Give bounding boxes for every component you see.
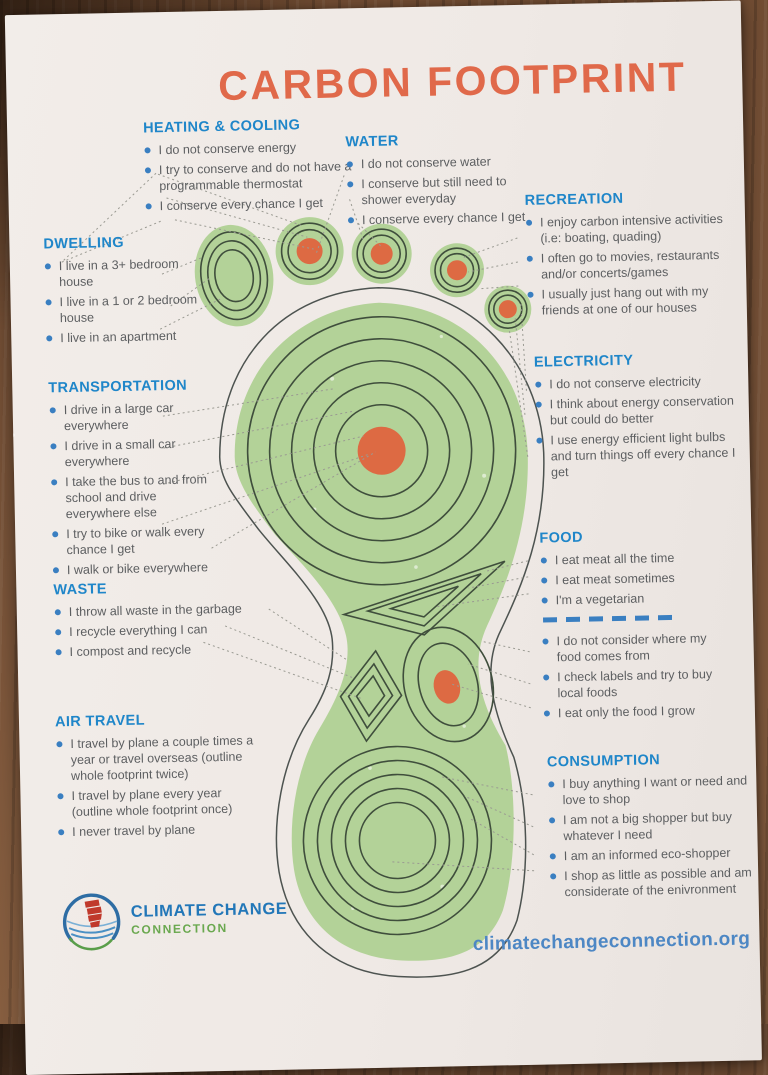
manitoba-brick-shape [84, 899, 102, 928]
logo-text: CLIMATE CHANGE CONNECTION [131, 900, 288, 937]
option-item: I live in a 3+ bedroom house [44, 255, 210, 290]
section-consumption: CONSUMPTION I buy anything I want or nee… [547, 750, 762, 904]
section-electricity: ELECTRICITY I do not conserve electricit… [534, 350, 747, 484]
heel-rings [302, 745, 493, 936]
section-heading: DWELLING [43, 234, 125, 253]
option-list: I travel by plane a couple times a year … [55, 732, 265, 840]
option-item: I often go to movies, restaurants and/or… [526, 247, 733, 283]
section-heading: WATER [345, 133, 399, 151]
toe-water-dot [370, 242, 393, 265]
section-air-travel: AIR TRAVEL I travel by plane a couple ti… [55, 710, 266, 844]
logo-name: CLIMATE CHANGE [130, 899, 288, 921]
option-item: I am not a big shopper but buy whatever … [548, 808, 761, 844]
option-item: I live in a 1 or 2 bedroom house [44, 291, 210, 326]
option-item: I throw all waste in the garbage [54, 600, 294, 621]
section-heading: AIR TRAVEL [54, 712, 146, 731]
option-item: I do not conserve water [346, 152, 541, 172]
section-food: FOOD I eat meat all the time I eat meat … [539, 527, 733, 726]
toe-electricity [484, 285, 532, 333]
food-dashed-divider [543, 614, 676, 623]
option-item: I eat meat all the time [540, 549, 730, 569]
option-item: I conserve every chance I get [145, 194, 360, 214]
section-recreation: RECREATION I enjoy carbon intensive acti… [524, 189, 733, 323]
option-item: I buy anything I want or need and love t… [547, 772, 760, 808]
foot-silhouette [11, 287, 545, 978]
option-item: I conserve every chance I get [347, 208, 542, 228]
option-list: I enjoy carbon intensive activities (i.e… [525, 211, 733, 319]
option-item: I try to conserve and do not have a prog… [144, 158, 360, 194]
option-item: I drive in a large car everywhere [49, 399, 215, 434]
option-item: I check labels and try to buy local food… [542, 666, 733, 702]
option-item: I enjoy carbon intensive activities (i.e… [525, 211, 732, 247]
paper-speckles [11, 334, 487, 911]
poster-paper: CARBON FOOTPRINT HEATING & COOLING I do … [4, 0, 762, 1075]
option-item: I use energy efficient light bulbs and t… [535, 428, 746, 480]
logo-subtitle: CONNECTION [131, 920, 228, 937]
section-heading: CONSUMPTION [546, 752, 661, 771]
option-item: I try to bike or walk every chance I get [51, 523, 217, 558]
option-list: I do not conserve electricity I think ab… [534, 372, 746, 480]
option-list: I live in a 3+ bedroom house I live in a… [44, 255, 211, 346]
section-waste: WASTE I throw all waste in the garbage I… [53, 578, 295, 665]
toe-recreation-dot [447, 260, 468, 281]
option-item: I usually just hang out with my friends … [526, 283, 733, 319]
option-item: I walk or bike everywhere [52, 559, 217, 578]
toe-electricity-dot [498, 300, 517, 319]
climate-change-logo-icon [62, 893, 121, 951]
option-item: I eat only the food I grow [543, 702, 733, 722]
section-dwelling: DWELLING I live in a 3+ bedroom house I … [43, 233, 210, 350]
option-list: I do not conserve energy I try to conser… [143, 138, 359, 214]
toe-heating-dot [296, 238, 323, 265]
food-triangle [341, 560, 506, 636]
option-item: I live in an apartment [45, 327, 210, 346]
ball-rings [246, 315, 517, 586]
ball-center-dot [357, 426, 406, 475]
option-list: I throw all waste in the garbage I recyc… [54, 600, 295, 661]
option-item: I never travel by plane [57, 820, 265, 840]
section-heading: ELECTRICITY [533, 352, 634, 371]
option-item: I do not consider where my food comes fr… [541, 630, 732, 666]
option-item: I'm a vegetarian [541, 589, 731, 609]
option-list: I buy anything I want or need and love t… [547, 772, 761, 900]
section-heading: HEATING & COOLING [142, 117, 301, 137]
food-center-dot [433, 670, 461, 704]
option-list: I do not conserve water I conserve but s… [346, 152, 542, 228]
section-transportation: TRANSPORTATION I drive in a large car ev… [48, 377, 217, 582]
section-heading: TRANSPORTATION [48, 377, 188, 397]
option-item: I do not conserve energy [143, 138, 358, 158]
option-item: I eat meat sometimes [540, 569, 730, 589]
toe-recreation [430, 243, 485, 298]
option-item: I think about energy conservation but co… [535, 392, 746, 428]
option-item: I take the bus to and from school and dr… [50, 471, 216, 522]
food-ellipse [402, 626, 495, 743]
option-item: I conserve but still need to shower ever… [346, 172, 542, 208]
photo-of-poster-on-desk: { "poster": { "title": "CARBON FOOTPRINT… [0, 0, 768, 1024]
option-item: I do not conserve electricity [534, 372, 744, 392]
option-item: I drive in a small car everywhere [49, 435, 215, 470]
section-heading: WASTE [53, 581, 108, 599]
section-water: WATER I do not conserve water I conserve… [345, 130, 542, 232]
option-item: I travel by plane a couple times a year … [55, 732, 264, 784]
option-item: I compost and recycle [54, 640, 294, 661]
option-item: I travel by plane every year (outline wh… [56, 784, 265, 820]
option-list: I do not consider where my food comes fr… [541, 630, 733, 722]
option-list: I drive in a large car everywhere I driv… [49, 399, 217, 578]
option-list: I eat meat all the time I eat meat somet… [540, 549, 731, 609]
toe-heating [275, 217, 344, 286]
section-heading: RECREATION [524, 190, 624, 209]
waste-diamond [339, 649, 403, 743]
section-heading: FOOD [539, 529, 584, 547]
climate-change-connection-logo: CLIMATE CHANGE CONNECTION [60, 886, 288, 953]
option-item: I recycle everything I can [54, 620, 294, 641]
toe-water [351, 223, 412, 284]
option-item: I am an informed eco-shopper [549, 844, 761, 864]
section-heating-cooling: HEATING & COOLING I do not conserve ener… [143, 116, 360, 218]
option-item: I shop as little as possible and am cons… [549, 864, 762, 900]
